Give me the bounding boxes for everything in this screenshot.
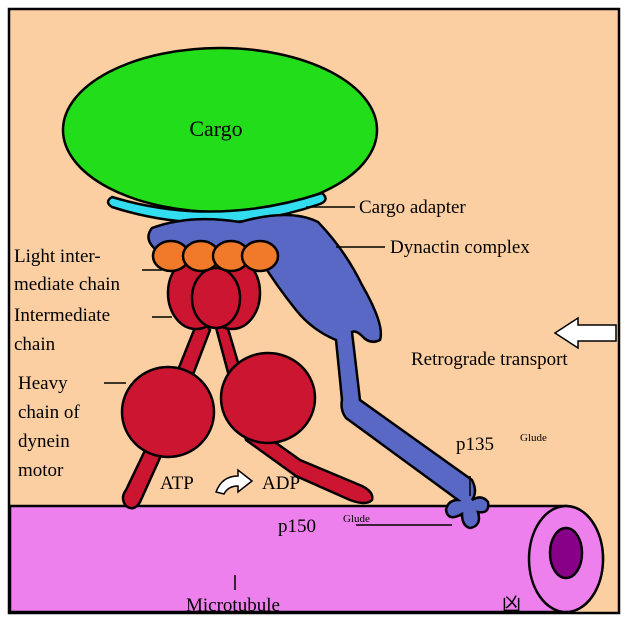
p150-superscript: Glude xyxy=(343,513,370,525)
p135-label: p135 xyxy=(456,434,494,455)
artist-signature: 凶 xyxy=(502,594,521,615)
heavy-chain-label-line1: Heavy xyxy=(18,373,68,394)
p150-label: p150 xyxy=(278,516,316,537)
atp-label: ATP xyxy=(160,473,194,494)
cargo-label: Cargo xyxy=(189,116,242,141)
cargo-adapter-label: Cargo adapter xyxy=(359,197,466,218)
heavy-chain-label-line4: motor xyxy=(18,460,64,481)
heavy-chain-label-line2: chain of xyxy=(18,402,80,423)
p135-superscript: Glude xyxy=(520,432,547,444)
intermediate-chain-label-line2: chain xyxy=(14,334,56,355)
retrograde-transport-label: Retrograde transport xyxy=(411,349,568,370)
right-motor-domain xyxy=(221,353,315,443)
dynactin-complex-label: Dynactin complex xyxy=(390,237,530,258)
left-motor-domain xyxy=(122,367,214,457)
microtubule-label: Microtubule xyxy=(186,595,280,616)
microtubule-lumen xyxy=(550,528,582,578)
lic-bead-4 xyxy=(242,241,278,271)
light-intermediate-chain-label-line1: Light inter- xyxy=(14,246,101,267)
intermediate-chain-center xyxy=(192,268,240,328)
adp-label: ADP xyxy=(262,473,300,494)
light-intermediate-chain xyxy=(153,241,278,271)
intermediate-chain-label-line1: Intermediate xyxy=(14,305,110,326)
light-intermediate-chain-label-line2: mediate chain xyxy=(14,274,121,295)
heavy-chain-label-line3: dynein xyxy=(18,431,70,452)
